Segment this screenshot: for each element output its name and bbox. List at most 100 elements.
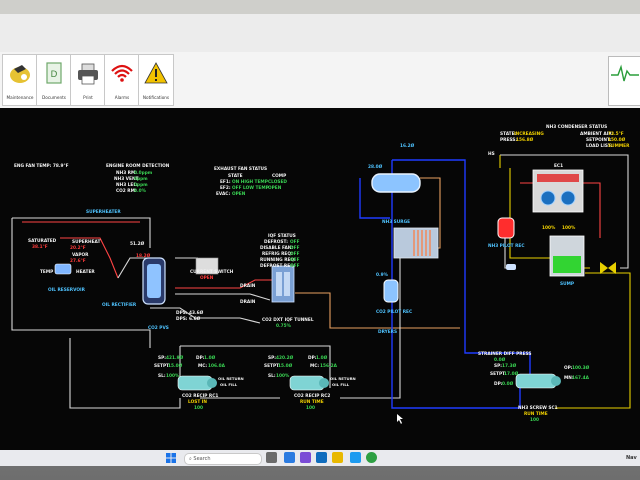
rc2-status: RUN TIME <box>300 400 324 405</box>
sc1-sp-value: 17.3Ø <box>502 364 517 369</box>
print-label: Print <box>83 95 93 100</box>
rc1-sl-value: 100% <box>166 374 180 379</box>
co2-pilot-rec-label: CO2 PILOT REC <box>376 310 413 315</box>
warning-icon <box>144 62 168 84</box>
nh3-surge-label: NH3 SURGE <box>382 220 411 225</box>
sc1-mn-label: MN: <box>564 376 574 381</box>
nh3-rm-label: NH3 RM: <box>116 171 137 176</box>
rc1-setpt-value: 15.0Ø <box>168 364 183 369</box>
alarms-label: Alarms <box>114 95 130 100</box>
iqf-defrost-req-label: DEFROST REQ: <box>260 264 296 269</box>
window-titlebar <box>0 14 640 52</box>
sc1-mn-value: 167.4A <box>572 376 589 381</box>
maintenance-button[interactable]: Maintenance <box>2 54 38 106</box>
nh3-pilot-rec-vessel <box>497 217 515 239</box>
outlook-icon[interactable] <box>316 452 327 463</box>
teams-icon[interactable] <box>300 452 311 463</box>
nh3-pilot-rec-label: NH3 PILOT REC <box>488 244 525 249</box>
rc2-sp-value: 420.2Ø <box>276 356 294 361</box>
co2-rm-label: CO2 RM: <box>116 189 137 194</box>
notifications-label: Notifications <box>142 95 170 100</box>
sc1-setpt-value: 17.0Ø <box>504 372 519 377</box>
compressor-rc1-shape <box>177 375 217 391</box>
rc2-name: CO2 RECIP RC2 <box>294 394 331 399</box>
cond-state-value: INCREASING <box>514 132 544 137</box>
trend-button[interactable] <box>608 56 640 106</box>
co2-rm-value: 0.0% <box>134 189 146 194</box>
tray-label: Nav <box>626 455 637 461</box>
ef2-comp: OPEN <box>268 186 282 191</box>
rc2-setpt-value: 15.0Ø <box>278 364 293 369</box>
ef1-comp: CLOSED <box>268 180 287 185</box>
edge-icon[interactable] <box>284 452 295 463</box>
comp-header: COMP <box>272 174 287 179</box>
dps-value-2: DPS: 6.6Ø <box>176 317 201 322</box>
load-list-value: SUMMER <box>608 144 630 149</box>
alarms-button[interactable]: Alarms <box>104 54 140 106</box>
rc1-sp-value: 421.9Ø <box>166 356 184 361</box>
rc2-number: 100 <box>306 406 315 411</box>
ef2-label: EF2: <box>220 186 231 191</box>
task-view-icon[interactable] <box>266 452 277 463</box>
strainer-diff-press-label: STRAINER DIFF PRESS <box>478 352 532 357</box>
iqf-defrost-value: OFF <box>290 240 300 245</box>
svg-text:D: D <box>51 70 58 80</box>
search-placeholder: Search <box>193 456 211 462</box>
sl-value: 51.2Ø <box>130 242 145 247</box>
superheater-label: SUPERHEATER <box>86 210 121 215</box>
cond-press-value: 156.8Ø <box>516 138 534 143</box>
windows-start-icon[interactable] <box>166 453 176 463</box>
piping-diagram <box>11 154 631 424</box>
maintenance-icon <box>10 65 30 83</box>
drain-label-2: DRAIN <box>240 300 256 305</box>
sc1-op-label: OP: <box>564 366 573 371</box>
co2-pilot-rec-vessel <box>383 279 399 303</box>
rc2-oil-fill: OIL FILL <box>332 382 350 387</box>
rc2-mc-value: 156.2A <box>320 364 337 369</box>
printer-icon <box>78 63 98 85</box>
ambient-air-value: 73.5°F <box>608 132 624 137</box>
iqf-defrost-req-value: OFF <box>290 264 300 269</box>
file-explorer-icon[interactable] <box>332 452 343 463</box>
taskbar-search[interactable]: ⌕ Search <box>184 453 262 465</box>
rc2-sl-value: 100% <box>276 374 290 379</box>
documents-button[interactable]: D Documents <box>36 54 72 106</box>
print-button[interactable]: Print <box>70 54 106 106</box>
line-value: 16.2Ø <box>400 144 415 149</box>
rc1-dp-value: 1.0Ø <box>204 356 216 361</box>
heat-exchanger <box>393 227 439 259</box>
iqf-tunnel-value: 0.75% <box>276 324 291 329</box>
nh3-surge-vessel <box>371 173 421 193</box>
dryers-label: DRYERS <box>378 330 398 335</box>
nh3-condenser-status-title: NH3 CONDENSER STATUS <box>546 125 608 130</box>
iqf-disable-fan-label: DISABLE FAN: <box>260 246 294 251</box>
maintenance-label: Maintenance <box>6 95 34 100</box>
state-header: STATE <box>228 174 243 179</box>
iqf-running-label: RUNNING REQ: <box>260 258 296 263</box>
iqf-refrig-label: REFRIG REQ: <box>262 252 293 257</box>
sc1-dp-label: DP: <box>494 382 503 387</box>
iqf-defrost-label: DEFROST: <box>264 240 288 245</box>
screen: Maintenance D Documents Print <box>0 14 640 466</box>
vapor-label: VAPOR <box>72 253 89 258</box>
sc1-op-value: 100.3Ø <box>572 366 590 371</box>
saturated-value: 38.1°F <box>32 245 48 250</box>
current-switch-box <box>195 257 219 275</box>
toolbar: Maintenance D Documents Print <box>0 52 640 109</box>
rc2-sp-label: SP: <box>268 356 276 361</box>
iqf-refrig-value: OFF <box>290 252 300 257</box>
chrome-icon[interactable] <box>366 452 377 463</box>
rc2-oil-return: OIL RETURN <box>330 376 356 381</box>
store-icon[interactable] <box>350 452 361 463</box>
iqf-disable-fan-value: OFF <box>290 246 300 251</box>
rc1-sp-label: SP: <box>158 356 166 361</box>
eng-fan-temp: ENG FAN TEMP: 78.9°F <box>14 164 69 169</box>
ec1-label: EC1 <box>554 164 564 169</box>
ef1-state: ON HIGH TEMP <box>232 180 268 185</box>
notifications-button[interactable]: Notifications <box>138 54 174 106</box>
sc1-setpt-label: SETPT: <box>490 372 507 377</box>
rc1-oil-fill: OIL FILL <box>220 382 238 387</box>
sump-label: SUMP <box>560 282 575 287</box>
document-icon: D <box>46 62 62 84</box>
current-switch-state: OPEN <box>200 276 214 281</box>
